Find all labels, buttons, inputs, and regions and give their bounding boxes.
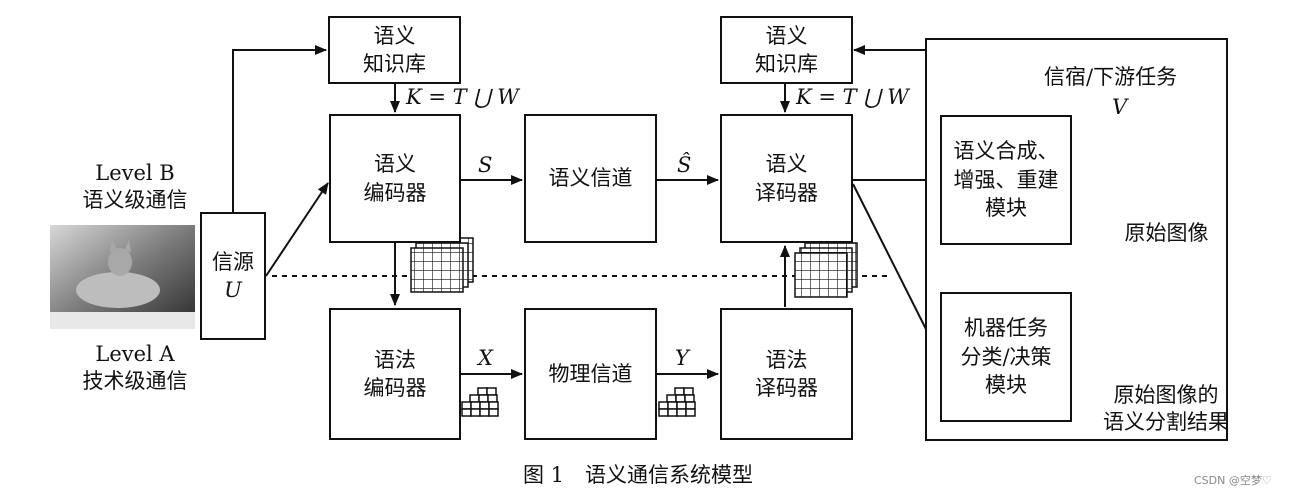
- bitstream-encoder: [461, 387, 499, 417]
- bitstream-channel: [658, 387, 696, 417]
- semantic-decoder-box: 语义 译码器: [720, 114, 853, 243]
- semantic-encoder-line2: 编码器: [363, 180, 427, 205]
- machine-task-line2: 分类/决策: [960, 344, 1052, 369]
- machine-task-line1: 机器任务: [964, 316, 1048, 341]
- source-label: 信源: [212, 249, 254, 274]
- kb-right-box: 语义 知识库: [720, 16, 853, 84]
- feature-tensor-encoder: [410, 237, 474, 293]
- syntax-decoder-line1: 语法: [765, 347, 808, 372]
- arrow-source-to-encoder: [265, 182, 329, 277]
- level-a-desc: 技术级通信: [82, 369, 188, 394]
- kb-left-box: 语义 知识库: [328, 16, 461, 84]
- output-image-label: 原始图像: [1124, 221, 1209, 245]
- signal-s-hat: Ŝ: [677, 153, 692, 177]
- semantic-channel-label: 语义信道: [548, 166, 633, 191]
- kb-left-formula: K = T ⋃ W: [406, 85, 519, 109]
- segmentation-label-line1: 原始图像的: [1113, 383, 1219, 407]
- source-var: U: [224, 278, 242, 302]
- segmentation-label: 原始图像的 语义分割结果: [1098, 382, 1234, 437]
- semantic-channel-box: 语义信道: [524, 114, 657, 243]
- syntax-encoder-line2: 编码器: [363, 376, 427, 400]
- machine-task-line3: 模块: [985, 373, 1027, 398]
- syntax-decoder-box: 语法 译码器: [720, 308, 853, 440]
- syntax-encoder-box: 语法 编码器: [329, 308, 461, 440]
- syntax-encoder-line1: 语法: [374, 347, 416, 372]
- cat-photo-input: [50, 225, 195, 329]
- signal-s: S: [478, 153, 493, 177]
- synthesis-module-line1: 语义合成、: [953, 139, 1059, 164]
- machine-task-module-box: 机器任务 分类/决策 模块: [940, 292, 1072, 422]
- synthesis-module-box: 语义合成、 增强、重建 模块: [940, 115, 1072, 245]
- arrow-source-to-kb: [232, 45, 327, 212]
- source-box: 信源 U: [200, 212, 266, 340]
- kb-right-line1: 语义: [765, 23, 808, 48]
- level-a-label: Level A 技术级通信: [70, 341, 200, 396]
- semantic-encoder-line1: 语义: [374, 152, 416, 177]
- feature-tensor-decoder: [794, 242, 858, 298]
- physical-channel-box: 物理信道: [524, 308, 657, 440]
- signal-x: X: [478, 346, 493, 370]
- level-b-label: Level B 语义级通信: [70, 160, 200, 215]
- synthesis-module-line2: 增强、重建: [953, 167, 1059, 192]
- syntax-decoder-line2: 译码器: [755, 376, 818, 400]
- segmentation-label-line2: 语义分割结果: [1103, 410, 1229, 435]
- level-a-name: Level A: [95, 342, 175, 366]
- kb-left-line1: 语义: [373, 23, 416, 48]
- sink-var: V: [1112, 95, 1128, 119]
- physical-channel-label: 物理信道: [548, 361, 633, 386]
- figure-caption: 图 1 语义通信系统模型: [523, 463, 754, 487]
- kb-right-formula: K = T ⋃ W: [796, 85, 909, 109]
- level-b-desc: 语义级通信: [82, 188, 188, 213]
- sink-title: 信宿/下游任务: [1044, 65, 1178, 89]
- watermark: CSDN @空梦♡: [1194, 474, 1272, 487]
- kb-right-line2: 知识库: [755, 52, 818, 76]
- signal-y: Y: [675, 346, 689, 370]
- semantic-decoder-line1: 语义: [765, 152, 808, 177]
- kb-left-line2: 知识库: [363, 52, 426, 76]
- level-b-name: Level B: [95, 161, 175, 185]
- semantic-encoder-box: 语义 编码器: [329, 114, 461, 243]
- semantic-decoder-line2: 译码器: [755, 180, 818, 205]
- synthesis-module-line3: 模块: [985, 196, 1027, 221]
